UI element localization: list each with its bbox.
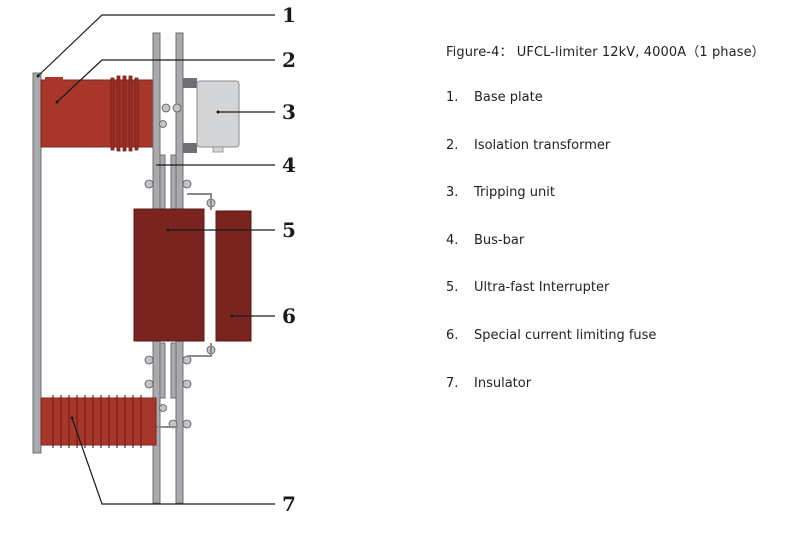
callout-1: 1 — [282, 3, 296, 27]
legend-number: 4. — [446, 232, 459, 248]
legend-label: Special current limiting fuse — [474, 327, 657, 343]
callout-4: 4 — [282, 153, 296, 177]
legend-item: 6. Special current limiting fuse — [446, 328, 656, 376]
legend-label: Tripping unit — [474, 185, 555, 201]
leader-line-1 — [37, 14, 275, 77]
legend-item: 5. Ultra-fast Interrupter — [446, 280, 656, 328]
transformer-fins — [110, 75, 139, 152]
base-plate — [32, 72, 42, 454]
legend-item: 4. Bus-bar — [446, 233, 656, 281]
callout-7: 7 — [282, 492, 296, 516]
insulator — [40, 395, 157, 448]
leader-dots — [36, 74, 234, 420]
legend-number: 1. — [446, 90, 459, 105]
legend-label: Base plate — [474, 90, 543, 105]
callout-6: 6 — [282, 304, 296, 328]
callout-5: 5 — [282, 218, 296, 242]
callout-3: 3 — [282, 100, 296, 124]
figure-caption: Figure-4： UFCL-limiter 12kV, 4000A（1 pha… — [446, 45, 765, 60]
leader-lines — [37, 14, 275, 505]
legend-item: 1. Base plate — [446, 90, 656, 138]
callout-2: 2 — [282, 48, 296, 72]
leader-line-7 — [71, 417, 275, 505]
legend-number: 2. — [446, 137, 459, 153]
current-limiting-fuse — [215, 210, 252, 342]
legend-label: Ultra-fast Interrupter — [474, 280, 610, 296]
tripping-unit — [183, 78, 240, 153]
legend-item: 3. Tripping unit — [446, 185, 656, 233]
legend-number: 6. — [446, 327, 459, 343]
ultra-fast-interrupter — [133, 208, 205, 342]
legend-label: Bus-bar — [474, 232, 525, 248]
legend-number: 3. — [446, 185, 459, 201]
fuse-straps — [187, 193, 212, 357]
leader-line-2 — [56, 59, 275, 103]
legend-label: Insulator — [474, 375, 532, 391]
legend-label: Isolation transformer — [474, 137, 611, 153]
legend-number: 5. — [446, 280, 459, 296]
legend-item: 2. Isolation transformer — [446, 138, 656, 186]
lower-strap — [156, 426, 178, 428]
parts-legend: 1. Base plate 2. Isolation transformer 3. T… — [446, 90, 656, 423]
isolation-transformer — [40, 75, 157, 152]
legend-item: 7. Insulator — [446, 376, 656, 424]
legend-number: 7. — [446, 375, 459, 391]
insulator-fins — [52, 395, 142, 448]
